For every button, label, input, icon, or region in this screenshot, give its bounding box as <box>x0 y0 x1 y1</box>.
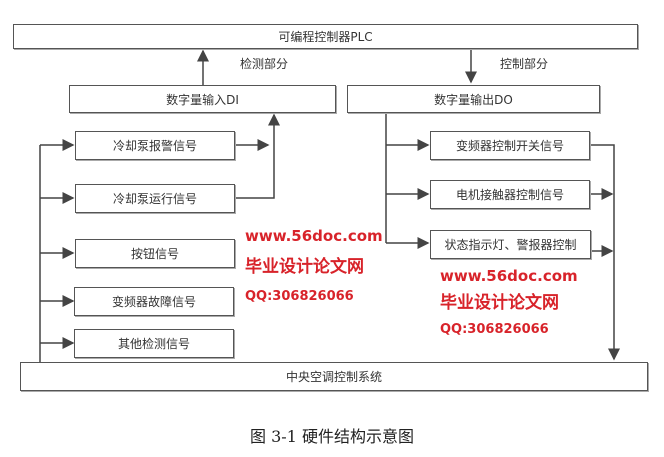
arrow-outputs-to-system <box>590 144 620 361</box>
watermark-site: www.56doc.com <box>245 227 383 245</box>
output-box: 变频器控制开关信号 <box>430 131 590 160</box>
arrow-inputs-to-di <box>235 113 280 199</box>
control-label: 控制部分 <box>500 57 549 71</box>
figure-caption: 图 3-1 硬件结构示意图 <box>250 427 414 446</box>
input-box: 冷却泵运行信号 <box>75 184 235 213</box>
input-box: 冷却泵报警信号 <box>75 131 235 160</box>
detect-label: 检测部分 <box>240 57 289 71</box>
input-box: 变频器故障信号 <box>74 287 234 316</box>
watermark-name: 毕业设计论文网 <box>440 293 559 313</box>
watermark-name: 毕业设计论文网 <box>245 257 364 277</box>
output-box: 电机接触器控制信号 <box>430 180 590 209</box>
do-box: 数字量输出DO <box>347 85 600 113</box>
watermark-site: www.56doc.com <box>440 267 578 285</box>
watermark-qq: QQ:306826066 <box>245 289 354 304</box>
watermark-qq: QQ:306826066 <box>440 322 549 337</box>
system-box: 中央空调控制系统 <box>20 362 648 391</box>
input-box: 按钮信号 <box>75 239 235 268</box>
di-box: 数字量输入DI <box>69 85 336 113</box>
input-box: 其他检测信号 <box>74 329 234 358</box>
plc-box: 可编程控制器PLC <box>13 24 638 49</box>
output-box: 状态指示灯、警报器控制 <box>430 230 591 259</box>
